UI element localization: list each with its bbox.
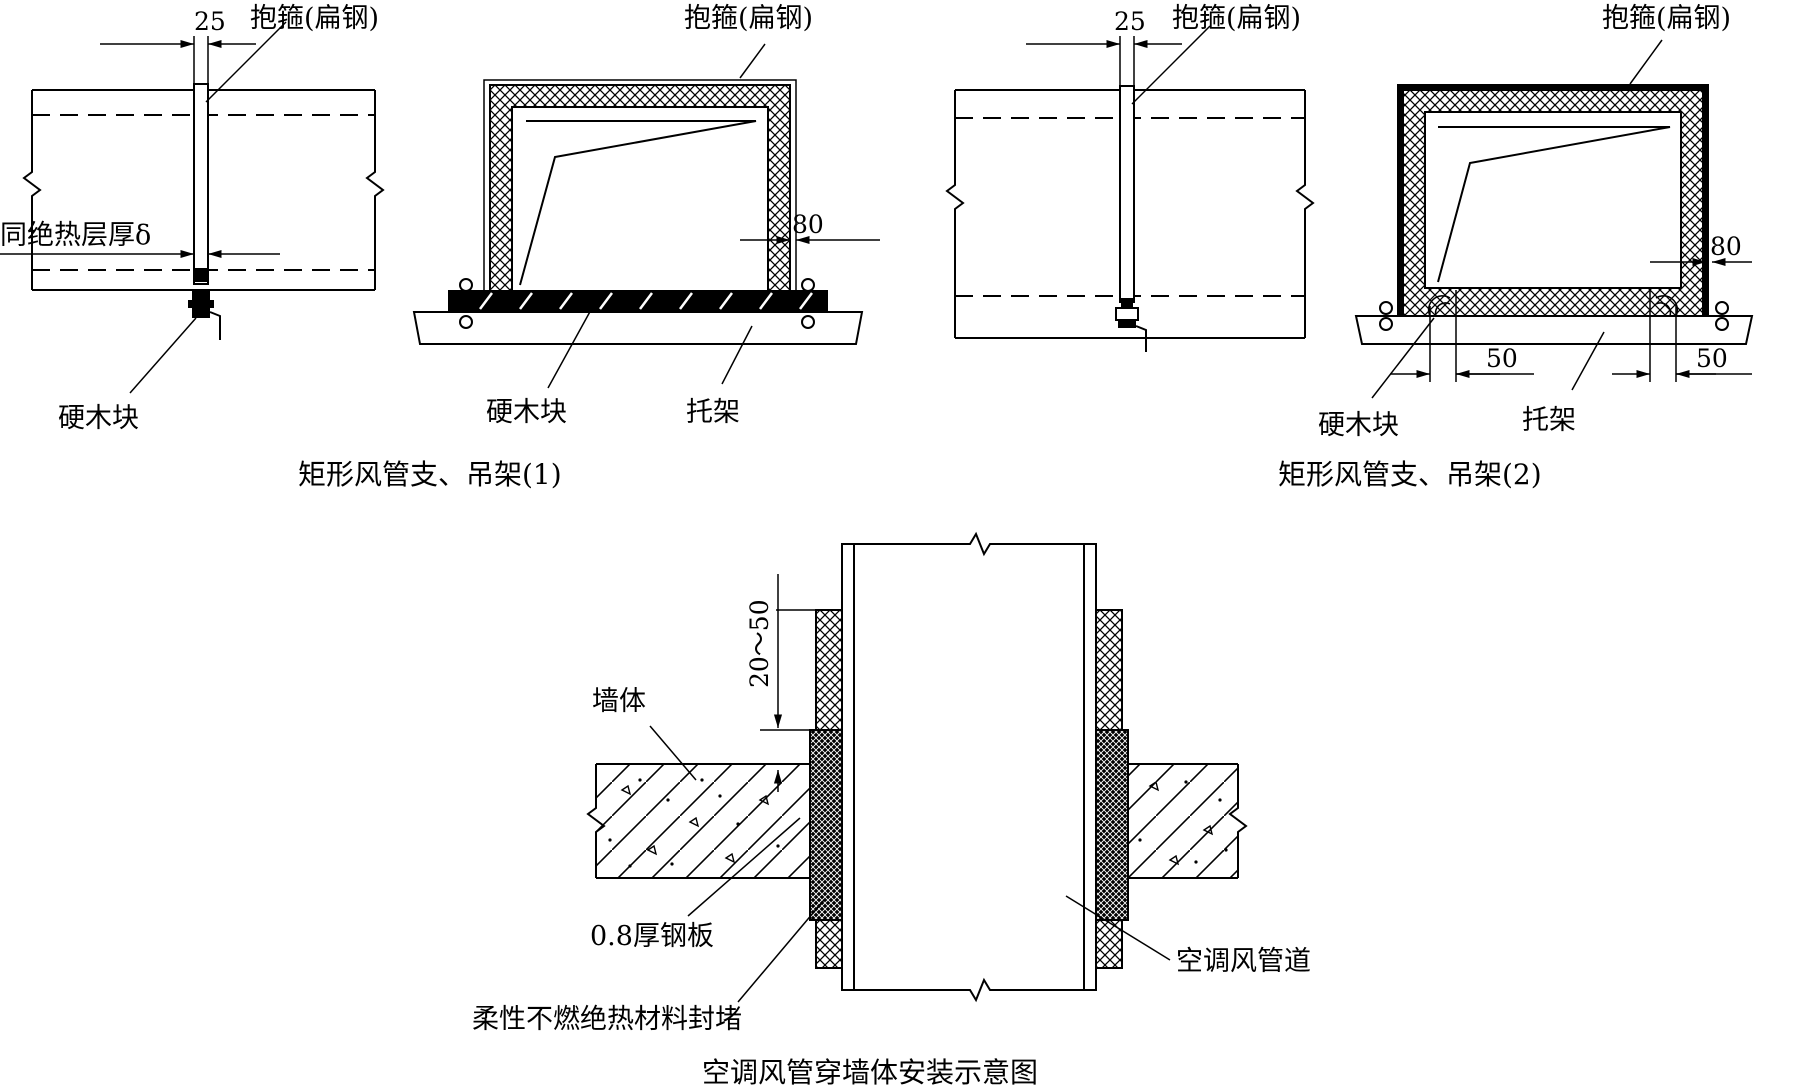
fig2-front-view: 80 50 50 抱箍(扁钢) 硬木块 托架 — [1318, 3, 1754, 441]
figure-1-rectangular-duct-support-1: 25 抱箍(扁钢) 同绝热层厚δ 硬木块 — [0, 3, 880, 491]
fig3-wall-label: 墙体 — [592, 686, 646, 717]
fig2-dim-overhang: 80 — [1710, 232, 1742, 261]
figure-3-duct-through-wall: 20～50 墙体 0.8厚钢板 柔性不燃绝热材料封堵 空调风管道 空调风管穿墙体… — [472, 531, 1311, 1089]
fig1-front-view: 80 抱箍(扁钢) 硬木块 托架 — [412, 3, 880, 428]
fig1-dim-overhang: 80 — [792, 210, 824, 239]
fig2-dim-strap-width: 25 — [1114, 7, 1146, 36]
fig2-side-view: 25 抱箍(扁钢) — [945, 3, 1315, 352]
fig1-strap-label-side: 抱箍(扁钢) — [250, 3, 379, 34]
fig2-strap-label-front: 抱箍(扁钢) — [1602, 3, 1731, 34]
fig1-hardwood-hatch — [479, 292, 813, 310]
fig1-strap-label-front: 抱箍(扁钢) — [684, 3, 813, 34]
fig1-side-view: 25 抱箍(扁钢) 同绝热层厚δ 硬木块 — [0, 3, 385, 434]
fig2-dim-block-right: 50 — [1696, 344, 1728, 373]
fig3-caption: 空调风管穿墙体安装示意图 — [702, 1056, 1038, 1089]
fig1-dim-strap-width: 25 — [194, 7, 226, 36]
fig2-bracket-label: 托架 — [1522, 405, 1576, 436]
fig3-duct — [841, 531, 1097, 1003]
fig2-strap-label-side: 抱箍(扁钢) — [1172, 3, 1301, 34]
fig1-bracket-label: 托架 — [686, 397, 740, 428]
fig3-duct-label: 空调风管道 — [1176, 946, 1311, 977]
fig2-hardwood-label: 硬木块 — [1318, 410, 1399, 441]
fig3-wall-left — [586, 763, 810, 879]
figure-2-rectangular-duct-support-2: 25 抱箍(扁钢) 80 — [945, 3, 1754, 491]
fig3-steel-plate-label: 0.8厚钢板 — [590, 921, 714, 952]
fig3-wall-right — [1126, 763, 1248, 879]
fig1-hardwood-label-side: 硬木块 — [58, 403, 139, 434]
fig2-dim-block-left: 50 — [1486, 344, 1518, 373]
fig3-dim-protrusion: 20～50 — [745, 599, 774, 688]
fig3-seal-label: 柔性不燃绝热材料封堵 — [472, 1004, 742, 1035]
fig1-hardwood-label-front: 硬木块 — [486, 397, 567, 428]
fig1-insulation-dim-label: 同绝热层厚δ — [0, 220, 151, 251]
fig2-caption: 矩形风管支、吊架(2) — [1278, 458, 1542, 491]
fig1-caption: 矩形风管支、吊架(1) — [298, 458, 562, 491]
